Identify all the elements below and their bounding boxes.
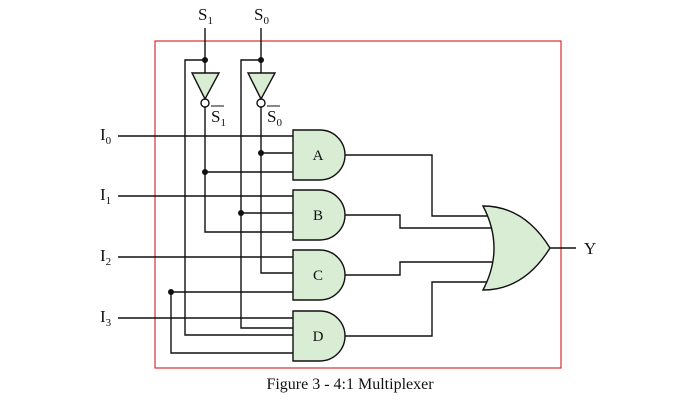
- s0-true-rail: [240, 59, 293, 329]
- gate-c-out: [345, 261, 500, 276]
- or-gate: [481, 205, 551, 291]
- gate-a-out: [345, 154, 494, 217]
- s1-bar-rail: [204, 107, 293, 233]
- i0-label: I0: [100, 125, 112, 147]
- s1-bar-label: S1: [211, 107, 226, 129]
- gate-d-out: [345, 281, 494, 337]
- junction-dot: [168, 289, 174, 295]
- and-gate-a: [292, 129, 346, 181]
- gate-c-label: C: [313, 268, 323, 284]
- junction-dot: [202, 169, 208, 175]
- i3-label: I3: [100, 307, 112, 329]
- junction-dot: [258, 57, 264, 63]
- junction-dot: [258, 150, 264, 156]
- gate-a-label: A: [313, 148, 324, 164]
- output-label: Y: [584, 239, 596, 258]
- s0-label: S0: [254, 5, 269, 27]
- junction-dot: [202, 57, 208, 63]
- junction-dot: [238, 210, 244, 216]
- and-gate-c: [292, 249, 346, 301]
- s0-inverter: [246, 72, 277, 101]
- s1-tap-rail: [170, 292, 293, 354]
- s0-inverter-bubble: [256, 98, 266, 108]
- s0-bar-label: S0: [267, 107, 282, 129]
- s1-true-rail: [184, 59, 293, 336]
- s1-inverter: [190, 72, 221, 101]
- gate-d-label: D: [313, 329, 324, 345]
- and-gate-d: [292, 310, 346, 362]
- s1-label: S1: [198, 5, 213, 27]
- gate-b-label: B: [313, 208, 323, 224]
- figure-caption: Figure 3 - 4:1 Multiplexer: [266, 376, 434, 393]
- i1-label: I1: [100, 185, 111, 207]
- s1-inverter-bubble: [200, 98, 210, 108]
- gate-b-out: [345, 214, 500, 229]
- mux-boundary-box: [154, 40, 562, 369]
- i2-label: I2: [100, 246, 111, 268]
- and-gate-b: [292, 189, 346, 241]
- s0-bar-rail: [260, 107, 293, 274]
